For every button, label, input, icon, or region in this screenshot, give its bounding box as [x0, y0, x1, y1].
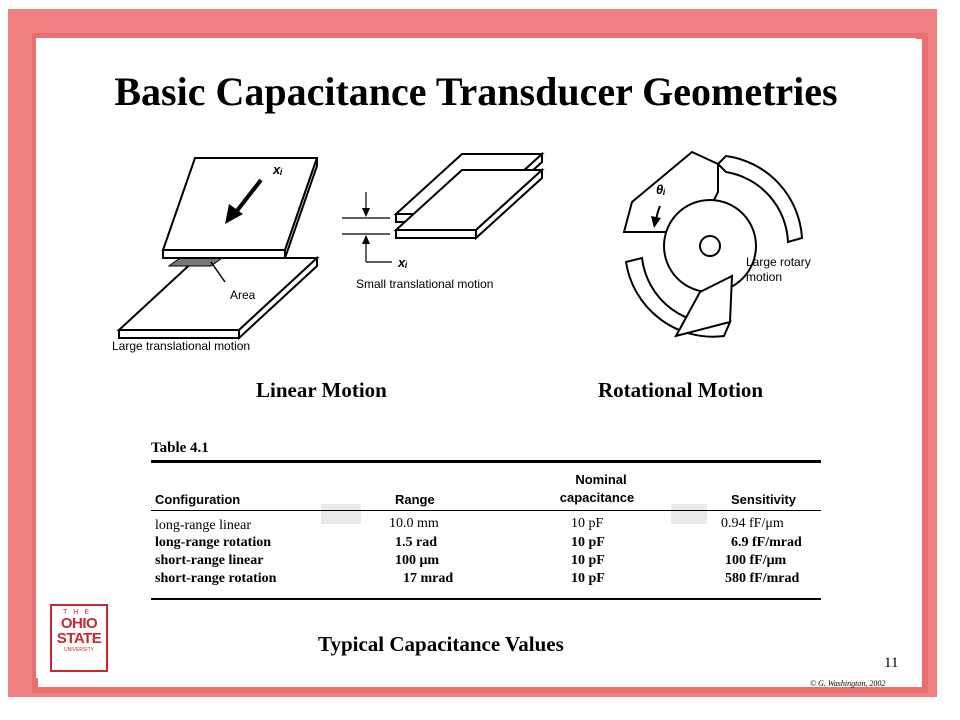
logo-state: STATE — [56, 630, 102, 647]
table-cell: 10.0 mm — [389, 516, 439, 531]
logo-the: THE — [63, 609, 95, 616]
table-cell: 100 fF/μm — [725, 553, 787, 568]
xi-label: xᵢ — [273, 162, 283, 177]
small-translational-label: Small translational motion — [356, 277, 494, 291]
logo-university: UNIVERSITY — [63, 647, 94, 653]
rotary-figure — [622, 150, 804, 338]
table-cell: short-range linear — [155, 553, 264, 568]
table-cell: long-range rotation — [155, 535, 272, 550]
header-sensitivity: Sensitivity — [731, 492, 797, 507]
table-cell: 580 fF/mrad — [725, 571, 800, 586]
table-cell: 1.5 rad — [395, 535, 437, 550]
table-top-rule — [151, 460, 821, 463]
header-configuration: Configuration — [155, 492, 241, 507]
header-nominal: Nominal — [575, 472, 627, 487]
page-number: 11 — [884, 655, 899, 671]
table-cell: 10 pF — [571, 516, 604, 531]
slide-title: Basic Capacitance Transducer Geometries — [114, 69, 838, 114]
scan-shade — [671, 504, 707, 524]
scan-shade — [321, 504, 361, 524]
slide-content: Basic Capacitance Transducer Geometries … — [36, 38, 916, 688]
table-header-rule — [151, 510, 821, 511]
table-cell: 0.94 fF/μm — [721, 516, 784, 531]
table-bottom-rule — [151, 598, 821, 600]
linear-motion-caption: Linear Motion — [256, 378, 387, 402]
copyright-notice: © G. Washington, 2002 — [810, 679, 886, 688]
header-capacitance: capacitance — [559, 490, 635, 505]
table-cell: 10 pF — [571, 553, 605, 568]
table-cell: short-range rotation — [155, 571, 277, 586]
area-label: Area — [230, 288, 256, 302]
table-cell: 10 pF — [571, 571, 605, 586]
table-cell: long-range linear — [155, 518, 252, 533]
large-rotary-label-1: Large rotary — [746, 255, 811, 269]
large-translational-label: Large translational motion — [112, 339, 251, 353]
large-translational-figure — [116, 157, 320, 341]
table-caption: Typical Capacitance Values — [318, 632, 564, 656]
small-translational-figure — [342, 151, 545, 263]
logo-ohio: OHIO — [60, 615, 98, 632]
large-rotary-label-2: motion — [746, 270, 783, 284]
theta-label: θᵢ — [656, 182, 666, 197]
rotational-motion-caption: Rotational Motion — [598, 378, 764, 402]
table-cell: 17 mrad — [403, 571, 454, 586]
table-label: Table 4.1 — [151, 440, 209, 456]
capacitance-table: Table 4.1 Configuration Range Nominal ca… — [151, 436, 821, 606]
ohio-state-logo: THE OHIO STATE UNIVERSITY — [50, 604, 108, 672]
table-cell: 100 μm — [395, 553, 440, 568]
xi-small-label: xᵢ — [398, 255, 408, 270]
table-cell: 10 pF — [571, 535, 605, 550]
header-range: Range — [395, 492, 435, 507]
table-cell: 6.9 fF/mrad — [731, 535, 802, 550]
